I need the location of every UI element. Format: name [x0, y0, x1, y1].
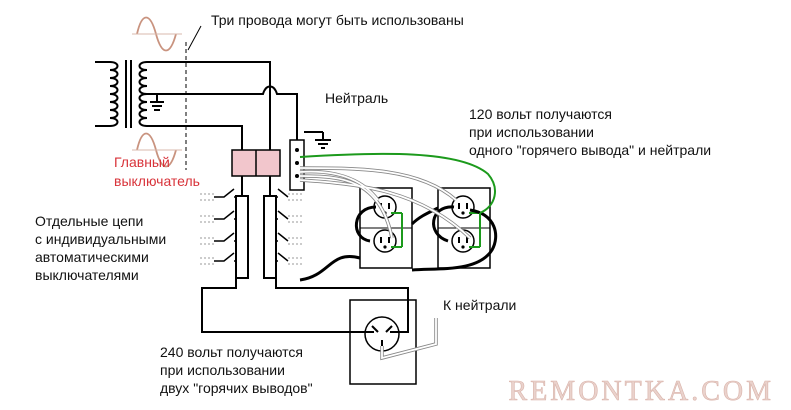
service-wires — [147, 61, 298, 150]
label-120v-line3: одного "горячего вывода" и нейтрали — [469, 142, 711, 158]
sine-wave-icon — [132, 16, 182, 168]
label-120v-line2: при использовании — [469, 124, 594, 140]
neutral-wires-120v — [299, 166, 472, 240]
label-main-switch-line1: Главный — [114, 154, 170, 170]
watermark: REMONTKA.COM — [509, 376, 774, 407]
label-120v-line1: 120 вольт получаются — [469, 106, 612, 122]
label-240v-line1: 240 вольт получаются — [160, 344, 303, 360]
label-to-neutral: К нейтрали — [443, 297, 516, 313]
label-circuits-line3: автоматическими — [35, 249, 149, 265]
wires-240v — [201, 278, 409, 333]
transformer-ground-icon — [147, 93, 164, 111]
neutral-bar — [289, 139, 305, 191]
label-240v-line2: при использовании — [160, 362, 285, 378]
label-circuits-line2: с индивидуальными — [35, 231, 166, 247]
label-circuits-line1: Отдельные цепи — [35, 213, 143, 229]
ground-icon — [304, 131, 331, 149]
transformer — [95, 60, 148, 128]
hot-wires-120v — [299, 205, 498, 282]
main-switch — [231, 149, 281, 196]
neutral-wire-240v — [380, 318, 438, 361]
label-240v-line3: двух "горячих выводов" — [160, 380, 313, 396]
label-main-switch-line2: выключатель — [114, 173, 200, 189]
breaker-panel — [200, 188, 302, 279]
label-neutral: Нейтраль — [325, 90, 388, 106]
ground-wire — [299, 152, 496, 214]
receptacle-group-120v — [359, 187, 491, 269]
receptacle-240v — [349, 299, 417, 385]
label-three-wires: Три провода могут быть использованы — [211, 12, 464, 28]
label-circuits-line4: выключателями — [35, 267, 139, 283]
label-pointer — [187, 25, 202, 51]
